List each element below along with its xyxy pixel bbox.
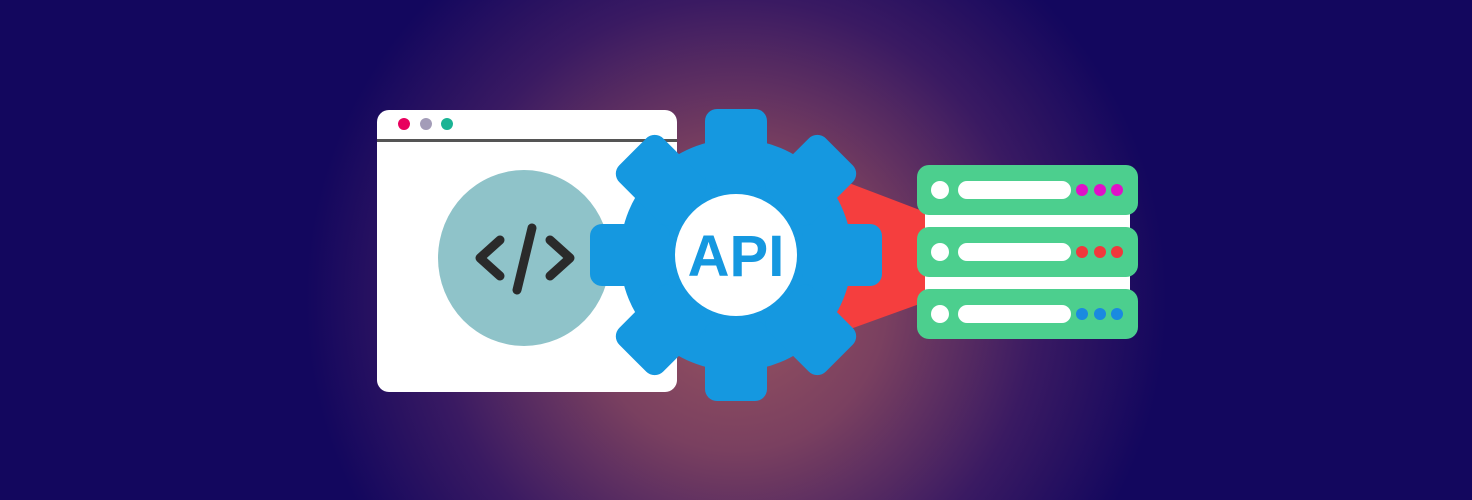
gear-tooth bbox=[765, 284, 857, 376]
gear-tooth bbox=[590, 224, 670, 286]
server-led bbox=[931, 243, 949, 261]
server-status-dot bbox=[1076, 184, 1088, 196]
gear-tooth bbox=[802, 224, 882, 286]
gear-center bbox=[675, 194, 797, 316]
window-dot-teal bbox=[441, 118, 453, 130]
server-status-dot bbox=[1111, 184, 1123, 196]
server-icon bbox=[917, 165, 1138, 339]
server-row bbox=[917, 227, 1138, 277]
window-dot-gray bbox=[420, 118, 432, 130]
server-status-dot bbox=[1111, 246, 1123, 258]
gear-tooth bbox=[705, 109, 767, 189]
browser-window-icon bbox=[377, 110, 677, 392]
server-status-dot bbox=[1076, 308, 1088, 320]
server-status-dot bbox=[1111, 308, 1123, 320]
server-status-dot bbox=[1094, 184, 1106, 196]
server-slot bbox=[958, 305, 1071, 323]
title-bar-divider bbox=[377, 139, 677, 142]
server-status-dot bbox=[1094, 246, 1106, 258]
server-led bbox=[931, 181, 949, 199]
gear-tooth bbox=[765, 134, 857, 226]
gear-label: API bbox=[688, 224, 785, 289]
server-row bbox=[917, 165, 1138, 215]
server-status-dot bbox=[1076, 246, 1088, 258]
gear-tooth bbox=[705, 321, 767, 401]
code-icon bbox=[475, 223, 575, 295]
gear-tooth bbox=[615, 134, 707, 226]
server-slot bbox=[958, 181, 1071, 199]
gear-tooth bbox=[615, 284, 707, 376]
server-status-dot bbox=[1094, 308, 1106, 320]
server-slot bbox=[958, 243, 1071, 261]
server-led bbox=[931, 305, 949, 323]
server-row bbox=[917, 289, 1138, 339]
window-dot-pink bbox=[398, 118, 410, 130]
